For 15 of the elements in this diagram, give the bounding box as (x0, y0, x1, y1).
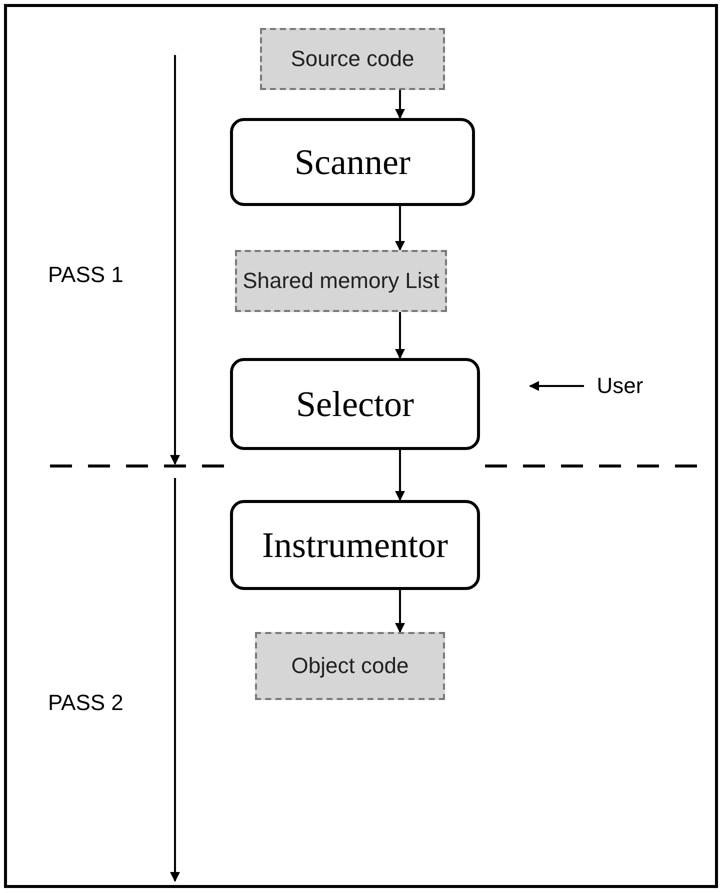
arrow (395, 312, 405, 359)
data-box: Object code (255, 632, 445, 700)
process-box: Instrumentor (230, 500, 480, 590)
arrow (529, 381, 584, 391)
arrow (395, 206, 405, 251)
data-box: Source code (260, 28, 445, 90)
pass-label: PASS 2 (48, 690, 124, 716)
pass-label: PASS 1 (48, 262, 124, 288)
data-box: Shared memory List (235, 250, 447, 312)
user-label: User (588, 372, 652, 400)
arrow (395, 90, 405, 119)
arrow (395, 590, 405, 633)
process-box: Selector (230, 358, 480, 450)
process-box: Scanner (230, 118, 475, 206)
arrow (395, 450, 405, 501)
